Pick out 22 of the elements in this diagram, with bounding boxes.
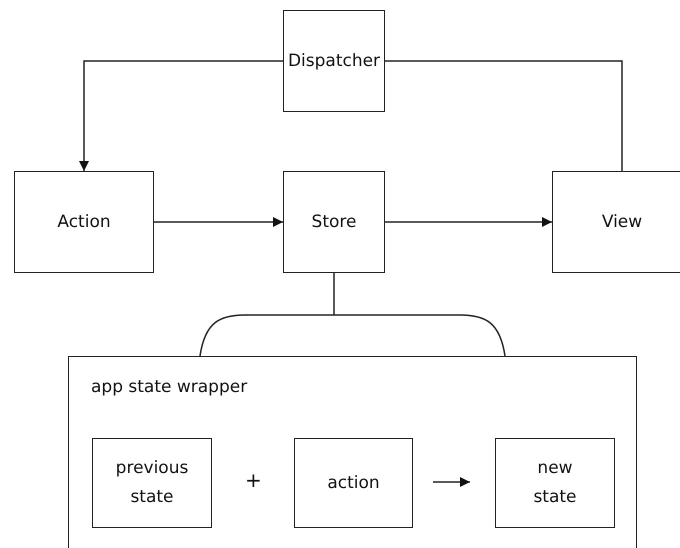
process-box <box>14 171 154 273</box>
node-label: Store <box>310 210 358 234</box>
node-label: Action <box>56 210 112 234</box>
container-title: app state wrapper <box>90 376 248 399</box>
arrow <box>79 60 283 171</box>
process-box <box>552 171 680 273</box>
node-label: View <box>600 210 644 234</box>
node-label: new state <box>532 457 578 509</box>
node-label: Dispatcher <box>286 50 382 73</box>
node-label: previous state <box>114 457 190 509</box>
plus-sign: + <box>245 468 262 492</box>
process-box <box>283 171 385 273</box>
node-label: action <box>326 472 381 495</box>
arrow <box>433 477 470 487</box>
process-box <box>294 438 413 528</box>
arrow <box>154 217 283 227</box>
process-box <box>495 438 615 528</box>
arrow <box>385 217 552 227</box>
process-box <box>283 10 385 112</box>
connector-line <box>385 60 623 171</box>
container-box <box>68 356 637 548</box>
process-box <box>92 438 212 528</box>
